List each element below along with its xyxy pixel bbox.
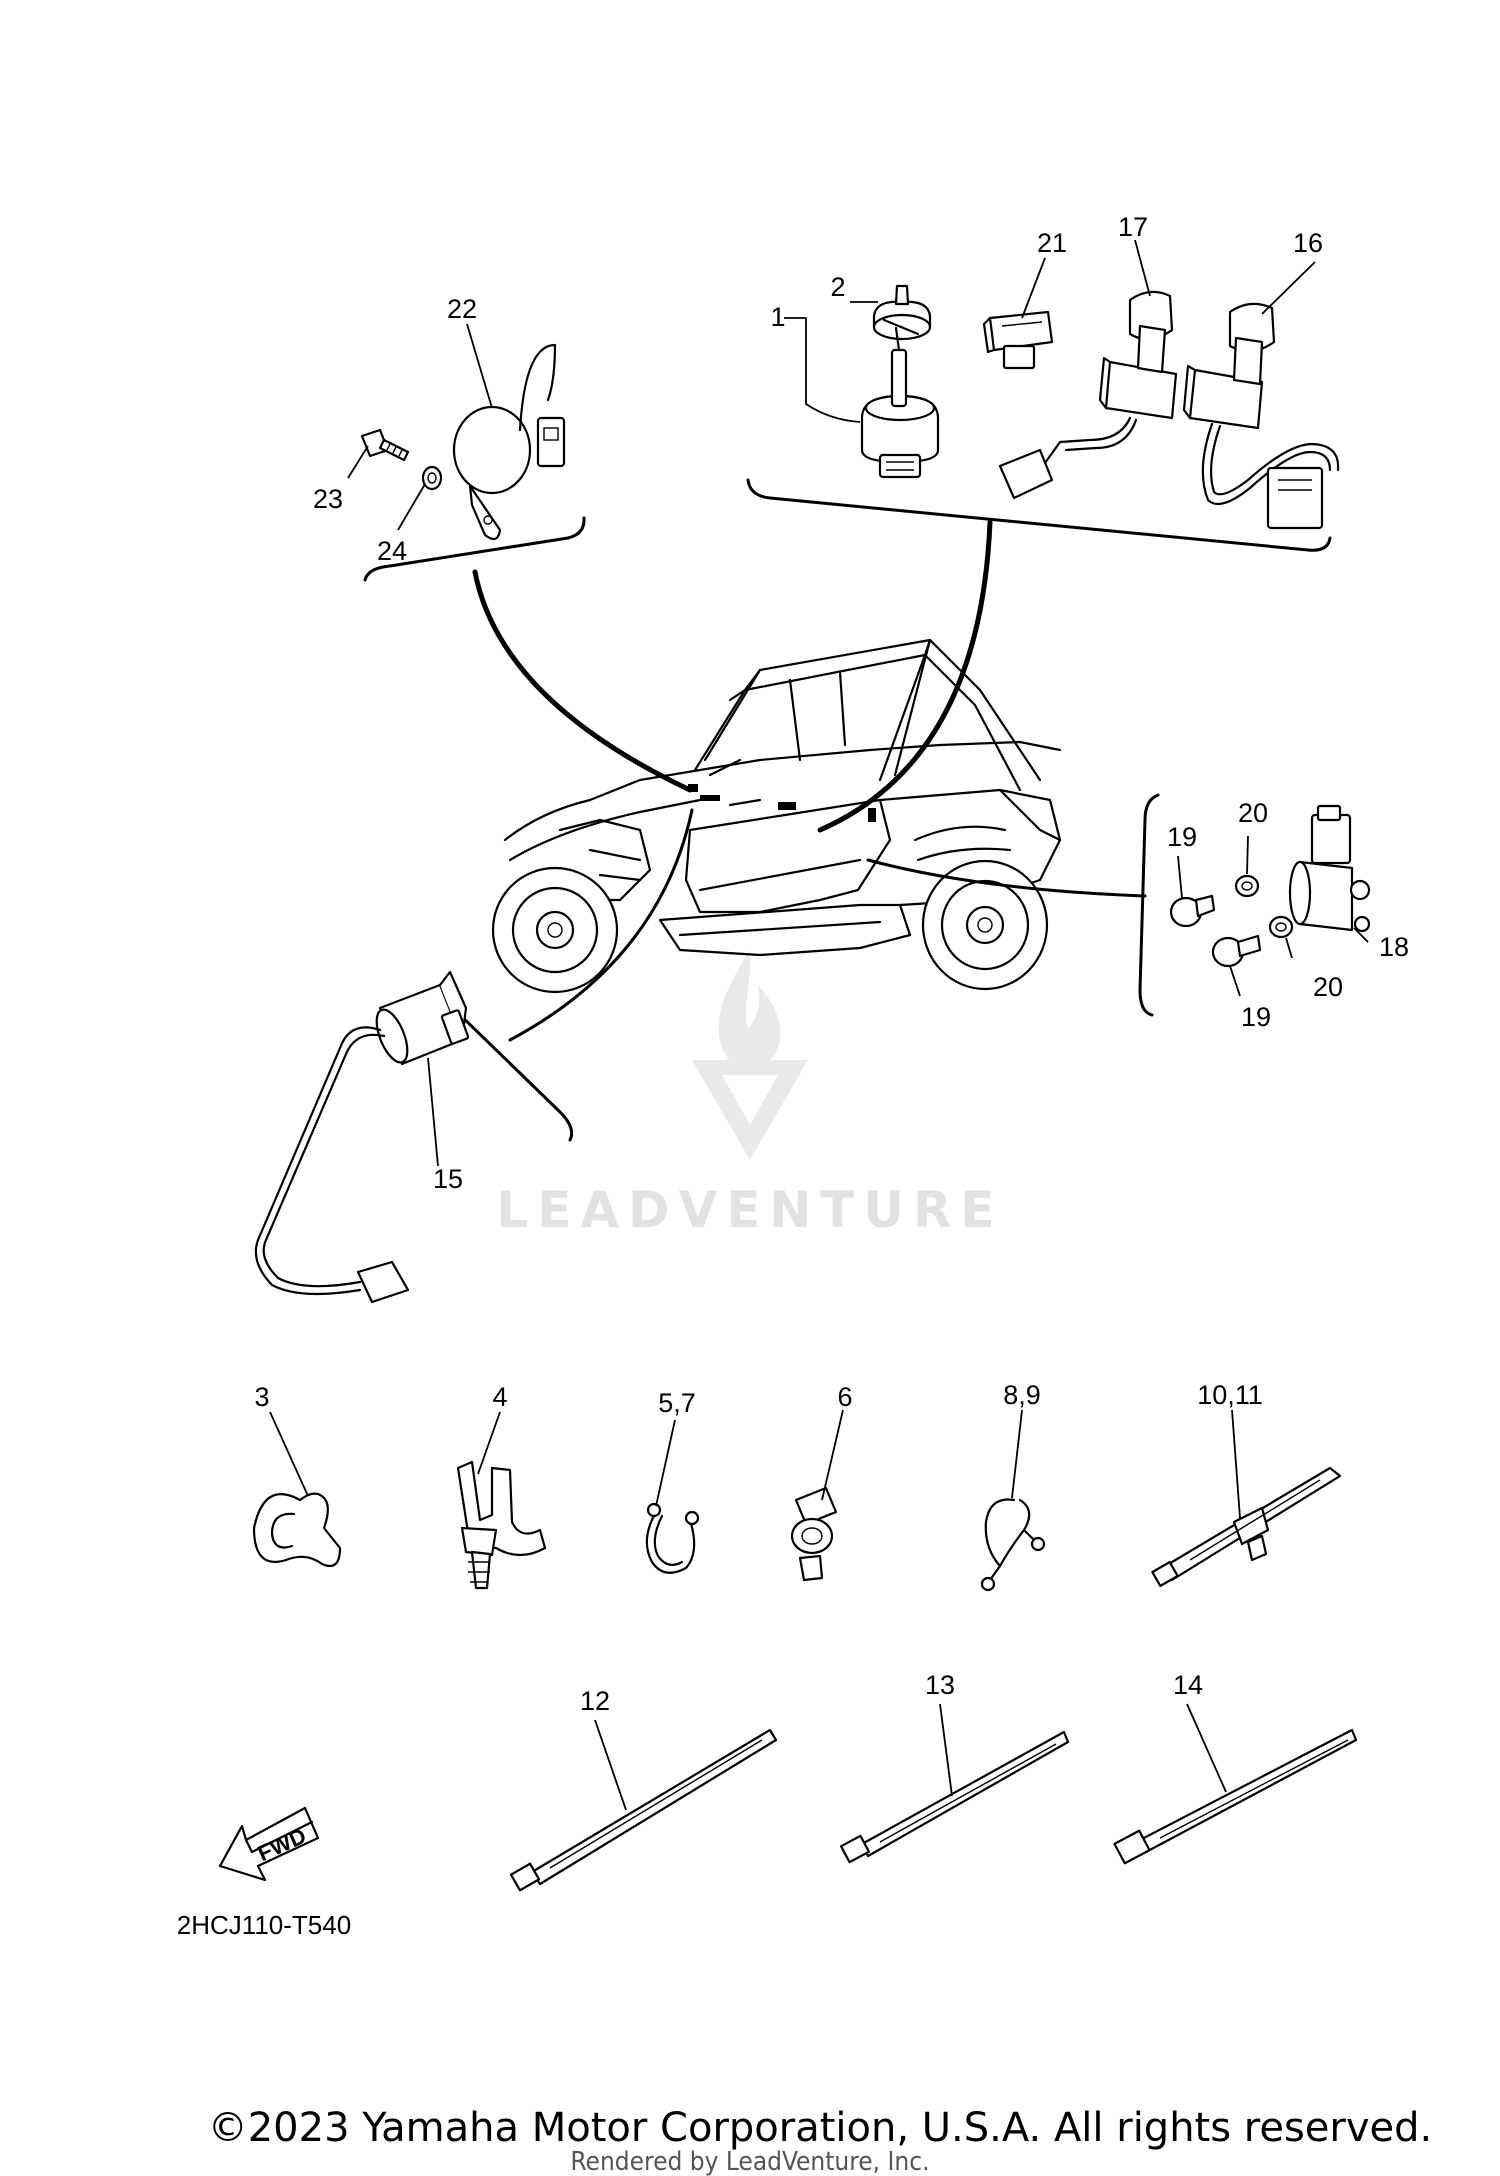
callout-3: 3 [254,1382,269,1412]
callout-leaders [269,239,1369,1811]
part-2-nut [872,284,932,341]
leader-group-lower-left [508,808,694,1042]
part-3-clamp [252,1492,342,1568]
group-upper-right [746,284,1340,552]
callout-15: 15 [433,1164,463,1194]
group-bracket [1138,793,1160,1017]
part-5-7-band [645,1502,700,1574]
group-bracket [746,478,1332,552]
diagram-code: 2HCJ110-T540 [177,1910,351,1940]
part-19-bolt-upper [1169,894,1216,928]
leader-group-right [866,858,1147,898]
part-13-cable-tie [839,1730,1070,1864]
callout-20-upper: 20 [1238,798,1268,828]
vehicle-illustration [491,638,1062,994]
callout-2: 2 [830,272,845,302]
callout-21: 21 [1037,228,1067,258]
callout-18: 18 [1379,932,1409,962]
leadventure-watermark: LEADVENTURE [496,950,1003,1239]
front-wheel [491,866,619,994]
callout-19-upper: 19 [1167,822,1197,852]
callout-5-7: 5,7 [658,1388,696,1418]
part-6-clip [790,1486,838,1582]
part-1-main-switch [860,326,940,479]
callout-6: 6 [837,1382,852,1412]
part-16-switch [1182,302,1340,530]
group-bracket [363,516,586,582]
callout-17: 17 [1118,212,1148,242]
part-8-9-clip [980,1498,1046,1592]
callout-1: 1 [770,302,785,332]
group-upper-left [360,343,586,582]
callout-20-lower: 20 [1313,972,1343,1002]
callout-labels: 1 2 3 4 5,7 6 8,9 10,11 12 13 14 15 16 1… [254,212,1409,1716]
callout-22: 22 [447,294,477,324]
part-4-clip [456,1460,547,1590]
part-12-cable-tie [509,1728,778,1892]
fwd-arrow-icon: FWD [218,1806,320,1882]
callout-16: 16 [1293,228,1323,258]
rear-wheel [921,859,1049,991]
copyright-notice: ©2023 Yamaha Motor Corporation, U.S.A. A… [208,2105,1433,2151]
part-17-switch [998,290,1178,500]
callout-12: 12 [580,1686,610,1716]
callout-4: 4 [492,1382,507,1412]
part-21-switch [982,310,1054,370]
leader-group-upper-left [472,569,693,793]
part-20-washer-lower [1268,915,1294,939]
leadventure-flame-logo [692,950,808,1160]
part-14-cable-tie [1113,1728,1358,1865]
part-19-bolt-lower [1211,934,1262,968]
callout-10-11: 10,11 [1197,1380,1263,1410]
callout-13: 13 [925,1670,955,1700]
group-right [1138,793,1371,1017]
part-23-bolt [360,428,410,462]
part-15-socket [254,970,470,1304]
callout-19-lower: 19 [1241,1002,1271,1032]
callout-8-9: 8,9 [1003,1380,1041,1410]
rendered-by-notice: Rendered by LeadVenture, Inc. [570,2147,929,2176]
part-18-sensor [1288,804,1371,933]
part-24-washer [421,465,443,491]
part-22-horn [452,343,566,541]
part-10-11-tie [1151,1466,1342,1588]
leader-lines [472,519,1147,1042]
callout-24: 24 [377,536,407,566]
leader-group-upper-right [817,519,993,833]
callout-23: 23 [313,484,343,514]
callout-14: 14 [1173,1670,1203,1700]
group-lower-left [254,970,574,1304]
watermark-text: LEADVENTURE [496,1181,1003,1239]
part-20-washer-upper [1234,874,1260,898]
